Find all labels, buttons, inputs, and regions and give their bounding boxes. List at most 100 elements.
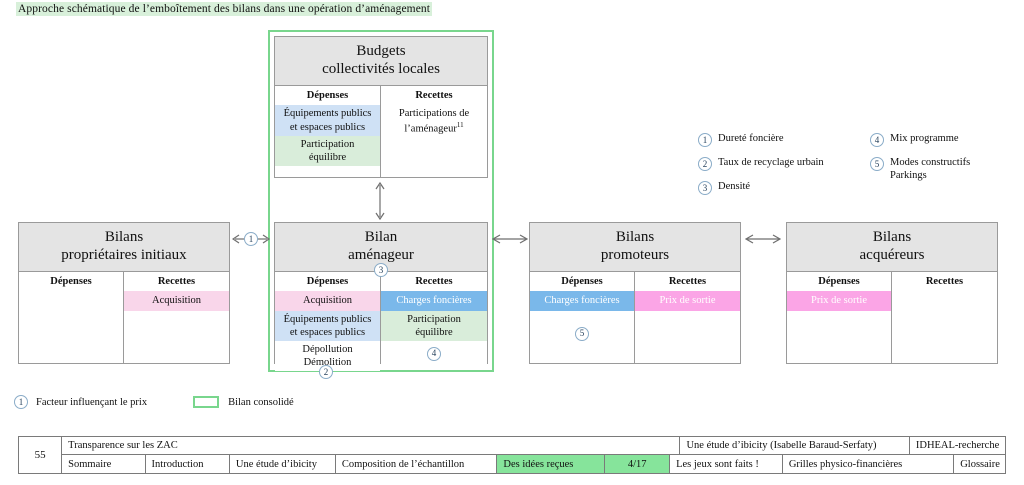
box-budgets-title-line1: Budgets — [356, 43, 406, 59]
box-proprietaires-depenses-column: Dépenses — [19, 272, 124, 364]
box-bilans-promoteurs: Bilans promoteurs Dépenses Charges fonci… — [529, 222, 741, 364]
box-amenageur-recettes-column: Recettes Charges foncières Participation… — [381, 272, 487, 364]
box-amenageur-depenses-cell-equipements: Équipements publics et espaces publics — [275, 310, 380, 341]
box-acquereurs-recettes-spacer — [892, 291, 997, 363]
legend-marker-4: 4 — [870, 133, 884, 147]
box-amenageur-title: Bilan aménageur — [275, 223, 487, 273]
marker-1-proprietaires-amenageur: 1 — [244, 232, 258, 246]
cell-line1: Équipements publics — [283, 313, 372, 325]
legend-label-1: Dureté foncière — [718, 133, 784, 144]
legend-marker-3: 3 — [698, 181, 712, 195]
footer-nav-une-etude-dibicity[interactable]: Une étude d’ibicity — [230, 455, 336, 473]
box-promoteurs-recettes-header: Recettes — [635, 272, 740, 292]
legend-label-5-line2: Parkings — [890, 170, 927, 182]
legend-key-factor-label: Facteur influençant le prix — [36, 396, 148, 408]
arrow-budgets-amenageur — [374, 181, 386, 221]
cell-line2: et espaces publics — [289, 121, 366, 133]
box-proprietaires-recettes-cell-acquisition: Acquisition — [124, 291, 229, 311]
box-promoteurs-recettes-spacer — [635, 311, 740, 364]
cell-line2: équilibre — [415, 326, 453, 338]
box-budgets-depenses-spacer — [275, 166, 380, 178]
footer-nav-sommaire[interactable]: Sommaire — [62, 455, 146, 473]
box-budgets-depenses-cell-participation: Participation équilibre — [275, 135, 380, 166]
footer-page-number: 55 — [19, 437, 63, 473]
cell-line1: Dépollution — [302, 343, 353, 355]
box-budgets-recettes-column: Recettes Participations de l’aménageur11 — [381, 86, 487, 177]
box-amenageur-title-line1: Bilan — [364, 229, 398, 245]
box-budgets-recettes-header: Recettes — [381, 86, 487, 106]
legend-label-5-wrap: Modes constructifs Parkings — [890, 156, 970, 182]
legend-marker-5: 5 — [870, 157, 884, 171]
box-promoteurs-depenses-spacer — [530, 344, 634, 364]
footer-row-nav: Sommaire Introduction Une étude d’ibicit… — [62, 455, 1005, 473]
box-budgets-collectivites-locales: Budgets collectivités locales Dépenses É… — [274, 36, 488, 178]
marker-3-densite: 3 — [374, 263, 388, 277]
legend-key-factor-marker: 1 — [14, 395, 28, 409]
legend-key-consolidated-label: Bilan consolidé — [228, 396, 294, 408]
legend-label-4: Mix programme — [890, 133, 959, 144]
box-promoteurs-depenses-column: Dépenses Charges foncières 5 — [530, 272, 635, 364]
marker-4-mix-programme: 4 — [427, 346, 441, 361]
box-promoteurs-title-line2: promoteurs — [600, 246, 670, 263]
arrow-proprietaires-amenageur — [232, 232, 270, 246]
cell-line2: et espaces publics — [289, 326, 366, 338]
legend-key-factor: 1 Facteur influençant le prix — [14, 395, 147, 409]
box-acquereurs-depenses-cell-prix-de-sortie: Prix de sortie — [787, 291, 891, 311]
arrow-promoteurs-acquereurs — [745, 232, 781, 246]
box-acquereurs-depenses-spacer — [787, 311, 891, 364]
box-acquereurs-depenses-column: Dépenses Prix de sortie — [787, 272, 892, 364]
box-proprietaires-recettes-spacer — [124, 311, 229, 364]
box-amenageur-recettes-cell-participation: Participation équilibre — [381, 310, 487, 341]
box-acquereurs-title: Bilans acquéreurs — [787, 223, 997, 273]
arrow-amenageur-promoteurs — [492, 232, 528, 246]
legend-factors-column-2: 4 Mix programme 5 Modes constructifs Par… — [870, 132, 970, 191]
footer-row-top: Transparence sur les ZAC Une étude d’ibi… — [62, 437, 1005, 455]
footer-study-credit: Une étude d’ibicity (Isabelle Baraud-Ser… — [680, 437, 910, 454]
box-promoteurs-depenses-header: Dépenses — [530, 272, 634, 292]
footer-nav-glossaire[interactable]: Glossaire — [960, 458, 1000, 470]
footer-doc-title: Transparence sur les ZAC — [62, 437, 681, 454]
legend-marker-1: 1 — [698, 133, 712, 147]
legend-item-5: 5 Modes constructifs Parkings — [870, 156, 970, 182]
box-amenageur-recettes-marker-wrap: 4 — [381, 340, 487, 364]
legend-key: 1 Facteur influençant le prix Bilan cons… — [14, 395, 340, 409]
box-bilans-acquereurs: Bilans acquéreurs Dépenses Prix de sorti… — [786, 222, 998, 364]
legend-marker-2: 2 — [698, 157, 712, 171]
cell-line2: Démolition — [303, 356, 352, 368]
box-proprietaires-title-line1: Bilans — [104, 229, 144, 245]
footer-nav-composition-echantillon[interactable]: Composition de l’échantillon — [336, 455, 498, 473]
legend-label-2: Taux de recyclage urbain — [718, 157, 824, 168]
box-budgets-depenses-header: Dépenses — [275, 86, 380, 106]
box-budgets-depenses-column: Dépenses Équipements publics et espaces … — [275, 86, 381, 178]
box-budgets-title: Budgets collectivités locales — [275, 37, 487, 87]
box-amenageur-depenses-cell-acquisition: Acquisition — [275, 291, 380, 311]
box-proprietaires-depenses-header: Dépenses — [19, 272, 123, 292]
box-promoteurs-recettes-column: Recettes Prix de sortie — [635, 272, 740, 363]
box-bilan-amenageur: Bilan aménageur Dépenses Acquisition Équ… — [274, 222, 488, 371]
box-acquereurs-recettes-column: Recettes — [892, 272, 997, 363]
footer-right: Transparence sur les ZAC Une étude d’ibi… — [62, 437, 1005, 473]
box-acquereurs-recettes-header: Recettes — [892, 272, 997, 292]
footnote-marker: 11 — [456, 120, 464, 129]
footer-nav-des-idees-recues[interactable]: Des idées reçues — [497, 455, 606, 473]
box-promoteurs-depenses-marker-wrap: 5 — [530, 310, 634, 344]
box-amenageur-title-line2: aménageur — [348, 246, 414, 263]
footer-nav-introduction[interactable]: Introduction — [146, 455, 230, 473]
box-promoteurs-depenses-cell-charges-foncieres: Charges foncières — [530, 291, 634, 311]
box-budgets-recettes-spacer — [381, 137, 487, 177]
legend-label-3: Densité — [718, 181, 751, 192]
consolidated-swatch-icon — [193, 396, 220, 408]
box-proprietaires-recettes-header: Recettes — [124, 272, 229, 292]
marker-2-taux-recyclage: 2 — [319, 365, 333, 379]
footer-nav-les-jeux-sont-faits[interactable]: Les jeux sont faits ! — [670, 455, 783, 473]
box-promoteurs-title-line1: Bilans — [615, 229, 655, 245]
footer-bar: 55 Transparence sur les ZAC Une étude d’… — [18, 436, 1006, 474]
footer-nav-grilles-physico-financieres[interactable]: Grilles physico-financières — [783, 455, 955, 473]
box-promoteurs-recettes-cell-prix-de-sortie: Prix de sortie — [635, 291, 740, 311]
box-acquereurs-depenses-header: Dépenses — [787, 272, 891, 292]
box-amenageur-depenses-column: Dépenses Acquisition Équipements publics… — [275, 272, 381, 371]
box-amenageur-recettes-header: Recettes — [381, 272, 487, 292]
page-title: Approche schématique de l’emboîtement de… — [16, 2, 433, 16]
box-acquereurs-title-line1: Bilans — [872, 229, 912, 245]
